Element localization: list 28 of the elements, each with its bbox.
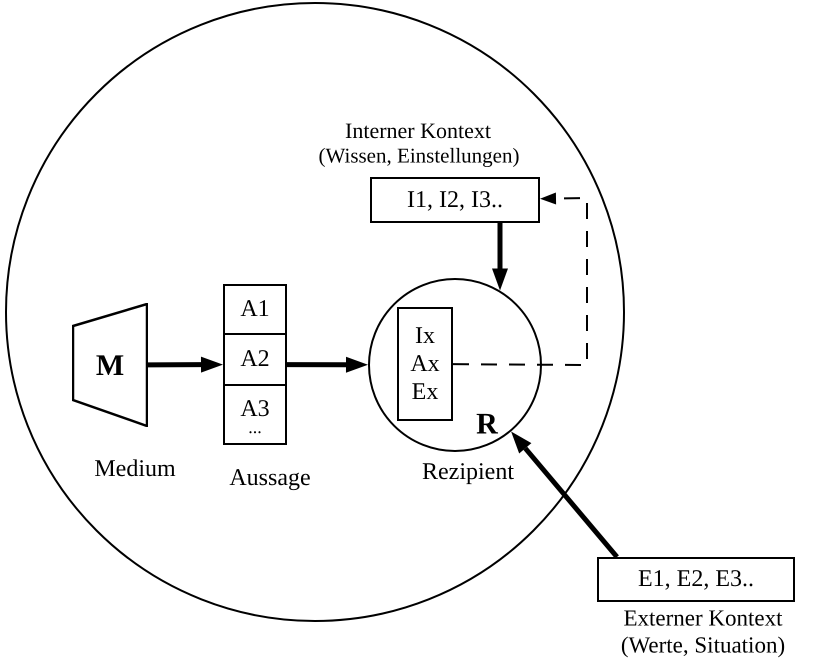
- node-label: I1, I2, I3..: [407, 186, 503, 214]
- statement-stack: [223, 284, 287, 445]
- node-label: A3: [240, 396, 270, 422]
- dashed-arrow: [453, 192, 588, 366]
- node-subcaption: (Wissen, Einstellungen): [318, 144, 520, 168]
- node-subcaption: (Werte, Situation): [620, 632, 786, 658]
- arrow: [492, 223, 508, 291]
- node-caption: Medium: [94, 456, 176, 482]
- internal-context-box: [370, 177, 540, 223]
- node-label: A1: [240, 296, 270, 323]
- arrow: [287, 356, 368, 373]
- arrow: [148, 356, 223, 373]
- node-letter: M: [96, 348, 124, 382]
- node-letter: R: [476, 408, 498, 440]
- medium-trapezoid: [72, 303, 148, 427]
- context-circle: [5, 2, 625, 622]
- recipient-circle: [368, 278, 542, 452]
- node-label: Ix Ax Ex: [409, 322, 441, 406]
- arrow: [511, 432, 619, 559]
- node-caption: Aussage: [229, 464, 311, 492]
- node-caption: Interner Kontext: [345, 118, 491, 144]
- node-caption: Rezipient: [422, 458, 514, 486]
- node-label: E1, E2, E3..: [638, 566, 754, 593]
- ellipsis: ...: [248, 422, 262, 434]
- external-context-box: [597, 557, 795, 602]
- node-label: A2: [240, 346, 270, 373]
- context-list-box: [397, 307, 453, 421]
- node-caption: Externer Kontext: [623, 605, 783, 631]
